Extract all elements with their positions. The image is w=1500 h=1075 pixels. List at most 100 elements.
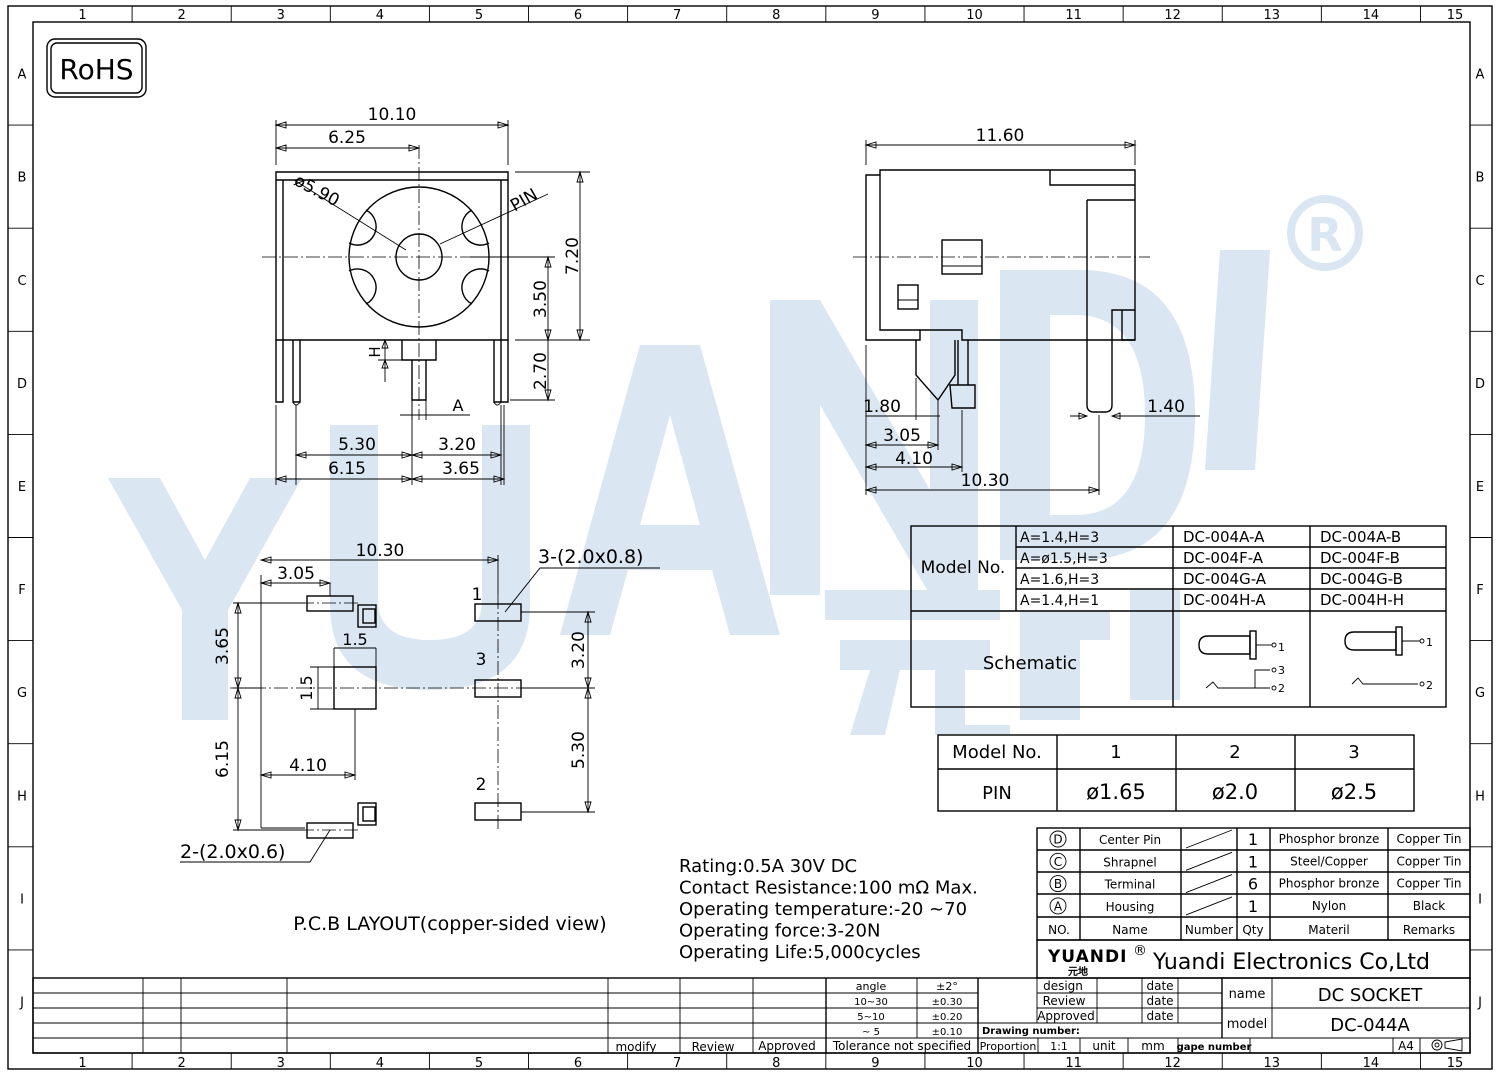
grid-row-left: H xyxy=(17,789,27,804)
grid-col-bottom: 12 xyxy=(1164,1056,1181,1071)
bom-header-materil: Materil xyxy=(1308,923,1349,937)
pcb-dim-4-10: 4.10 xyxy=(289,756,327,776)
grid-col-bottom: 10 xyxy=(966,1056,983,1071)
title-block: angle ±2° 10~30 ±0.30 5~10 ±0.20 ~ 5 ±0.… xyxy=(32,977,1471,1054)
grid-row-left: A xyxy=(18,68,27,83)
bom-qty: 1 xyxy=(1248,830,1258,849)
bom-material: Phosphor bronze xyxy=(1279,877,1380,891)
bom-number-slash xyxy=(1185,851,1233,871)
dim-10-30: 10.30 xyxy=(961,471,1010,491)
tb-range-2-tol: ±0.20 xyxy=(932,1012,963,1023)
grid-row-right: H xyxy=(1475,789,1485,804)
model-cond: A=1.4,H=3 xyxy=(1020,530,1099,546)
grid-col-top: 7 xyxy=(673,8,681,23)
tb-range-1-tol: ±0.30 xyxy=(932,997,963,1008)
tb-proportion: Proportion xyxy=(980,1040,1037,1053)
grid-col-top: 13 xyxy=(1264,8,1281,23)
dim-3-65: 3.65 xyxy=(442,459,480,479)
bom-no-circle xyxy=(1049,875,1067,893)
pin-table-header: 3 xyxy=(1348,742,1359,763)
grid-col-bottom: 7 xyxy=(673,1056,681,1071)
tb-review: Review xyxy=(692,1040,735,1054)
bom-qty: 1 xyxy=(1248,897,1258,916)
spec-line: Operating temperature:-20 ~70 xyxy=(679,899,967,920)
pin-table-header: 2 xyxy=(1229,742,1240,763)
dim-3-05: 3.05 xyxy=(883,426,921,446)
pcb-dim-6-15: 6.15 xyxy=(213,740,233,778)
model-variant-a: DC-004F-A xyxy=(1183,549,1264,567)
bom-header-number: Number xyxy=(1185,923,1233,937)
grid-col-bottom: 11 xyxy=(1065,1056,1082,1071)
grid-col-bottom: 8 xyxy=(772,1056,780,1071)
pcb-dim-3-65: 3.65 xyxy=(213,627,233,665)
model-cond: A=1.6,H=3 xyxy=(1020,572,1099,588)
company-reg: ® xyxy=(1133,943,1147,959)
tb-range-1: 10~30 xyxy=(854,997,888,1008)
grid-col-top: 10 xyxy=(966,8,983,23)
grid-col-bottom: 15 xyxy=(1447,1056,1464,1071)
dim-6-15: 6.15 xyxy=(328,459,366,479)
grid-col-top: 1 xyxy=(78,8,86,23)
pin-table-header: Model No. xyxy=(952,742,1042,763)
pin-table-cell: PIN xyxy=(982,783,1012,804)
grid-row-left: I xyxy=(20,892,24,907)
bom-material: Steel/Copper xyxy=(1290,854,1368,868)
pcb-dim-1-5a: 1.5 xyxy=(342,630,367,649)
grid-col-top: 6 xyxy=(574,8,582,23)
bom-number-slash xyxy=(1185,874,1233,894)
spec-line: Operating force:3-20N xyxy=(679,921,880,942)
grid-row-left: D xyxy=(17,377,27,392)
tb-name-value: DC SOCKET xyxy=(1318,985,1423,1006)
bom-header-qty: Qty xyxy=(1242,923,1263,937)
dim-3-20: 3.20 xyxy=(438,435,476,455)
dim-6-25: 6.25 xyxy=(328,128,366,148)
grid-row-right: B xyxy=(1476,171,1485,186)
dim-7-20: 7.20 xyxy=(563,237,583,275)
tb-date-3: date xyxy=(1146,1009,1173,1023)
grid-row-right: A xyxy=(1476,68,1485,83)
tb-unit: unit xyxy=(1092,1039,1116,1053)
grid-col-bottom: 9 xyxy=(871,1056,879,1071)
company-cn: 元地 xyxy=(1068,965,1088,978)
model-cond: A=ø1.5,H=3 xyxy=(1020,551,1108,567)
model-variant-b: DC-004A-B xyxy=(1320,528,1401,546)
bom-remarks: Copper Tin xyxy=(1397,854,1462,868)
bom-number-slash xyxy=(1185,896,1233,916)
spec-line: Rating:0.5A 30V DC xyxy=(679,856,857,877)
grid-col-top: 2 xyxy=(178,8,186,23)
pin-table-cell: ø2.5 xyxy=(1331,780,1377,804)
bom-no: B xyxy=(1054,877,1062,891)
grid-col-top: 5 xyxy=(475,8,483,23)
spec-line: Contact Resistance:100 mΩ Max. xyxy=(679,878,978,899)
grid-col-top: 15 xyxy=(1447,8,1464,23)
tb-paper-size: A4 xyxy=(1398,1039,1414,1053)
grid-col-top: 8 xyxy=(772,8,780,23)
dim-5-30: 5.30 xyxy=(338,435,376,455)
tb-ratio: 1:1 xyxy=(1050,1040,1068,1053)
bom-no-circle xyxy=(1049,897,1067,915)
bom-name: Housing xyxy=(1106,900,1155,914)
dim-4-10: 4.10 xyxy=(895,449,933,469)
grid-row-right: G xyxy=(1475,686,1485,701)
bom-qty: 1 xyxy=(1248,852,1258,871)
grid-row-left: F xyxy=(18,583,25,598)
tb-name-label: name xyxy=(1229,987,1266,1002)
watermark: R xyxy=(108,195,1363,735)
grid-col-bottom: 5 xyxy=(475,1056,483,1071)
grid-col-bottom: 13 xyxy=(1264,1056,1281,1071)
tb-angle-tol: ±2° xyxy=(936,980,958,993)
pcb-dim-10-30: 10.30 xyxy=(356,541,405,561)
grid-col-bottom: 4 xyxy=(376,1056,384,1071)
schematic-a: 1 3 2 xyxy=(1198,630,1285,695)
pcb-pin-1: 1 xyxy=(472,585,483,605)
dim-11-60: 11.60 xyxy=(976,126,1025,146)
pcb-slot2-note: 2-(2.0x0.6) xyxy=(180,841,285,863)
pcb-dim-5-30: 5.30 xyxy=(569,731,589,769)
projection-symbol-icon xyxy=(1431,1038,1463,1052)
tb-model-label: model xyxy=(1227,1017,1267,1032)
company-banner: YUANDI ® 元地 Yuandi Electronics Co,Ltd xyxy=(1036,939,1471,979)
tb-date-1: date xyxy=(1146,979,1173,993)
